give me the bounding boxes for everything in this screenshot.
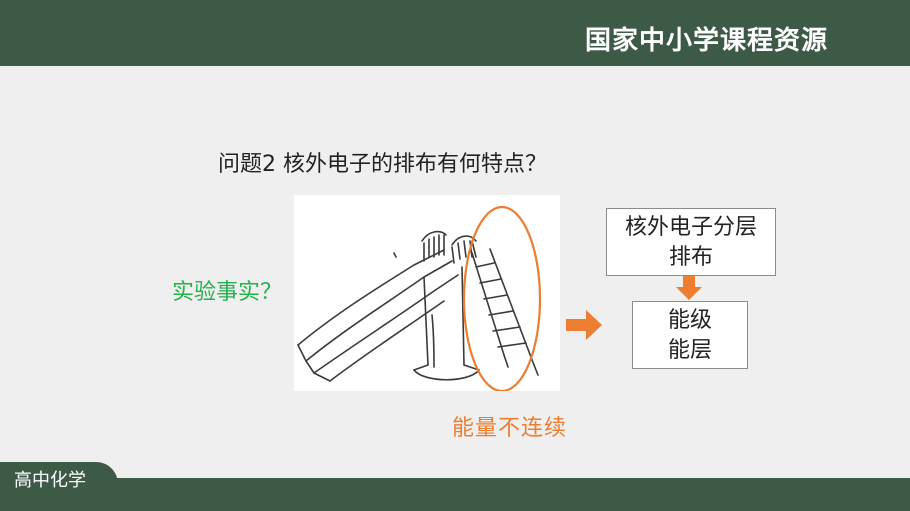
electron-layering-line2: 排布: [668, 245, 713, 270]
experimental-fact-label: 实验事实？: [172, 280, 283, 305]
energy-level-line1: 能级: [667, 308, 712, 333]
playground-slide-illustration: [294, 195, 560, 391]
bottom-bar: [0, 478, 910, 511]
subject-label: 高中化学: [14, 470, 86, 491]
electron-layering-line1: 核外电子分层: [624, 215, 757, 240]
question-title: 问题2 核外电子的排布有何特点？: [218, 152, 547, 177]
energy-level-line2: 能层: [667, 338, 712, 363]
arrow-down-icon: [676, 276, 702, 300]
subject-tab: [0, 462, 118, 498]
arrow-right-icon: [566, 310, 602, 340]
brand-title: 国家中小学课程资源: [584, 26, 828, 56]
electron-layering-box: 核外电子分层 排布: [606, 208, 776, 276]
energy-level-box: 能级 能层: [632, 301, 748, 369]
energy-discontinuous-label: 能量不连续: [452, 416, 568, 441]
top-bar: [0, 0, 910, 66]
